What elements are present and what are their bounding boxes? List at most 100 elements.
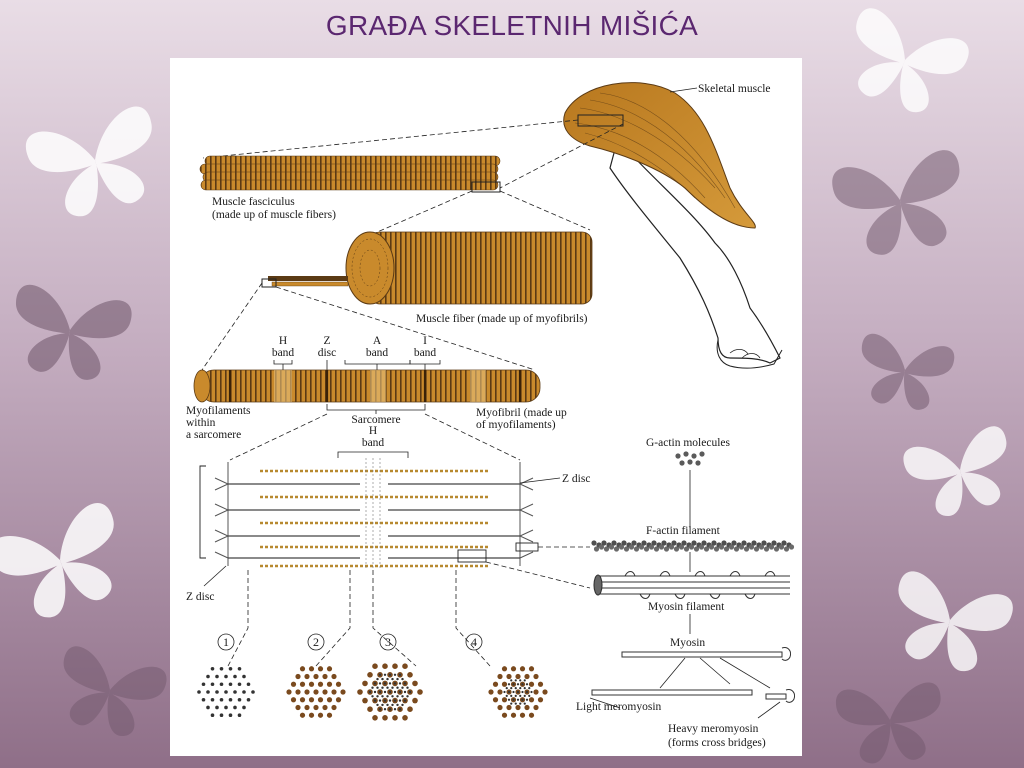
filament-dot <box>378 708 382 711</box>
filament-dot <box>633 546 640 552</box>
filament-dot <box>398 708 402 711</box>
filament-dot <box>528 712 535 718</box>
filament-dot <box>407 672 413 678</box>
filament-dot <box>533 704 539 711</box>
filament-dot <box>510 694 513 697</box>
filament-dot <box>286 689 292 695</box>
filament-dot <box>391 695 394 698</box>
skeletal-muscle-shape <box>563 82 756 229</box>
label-z-disc-left: Z disc <box>186 591 214 603</box>
filament-dot <box>651 540 657 546</box>
filament-dot <box>210 682 215 687</box>
filament-dot <box>503 690 506 694</box>
filament-dot <box>533 673 539 680</box>
filament-dot <box>228 697 233 702</box>
filament-dot <box>406 686 409 689</box>
filament-dot <box>376 695 379 698</box>
heavy-meromyosin-shape <box>765 689 795 703</box>
filament-dot <box>326 666 333 672</box>
filament-dot <box>598 544 605 550</box>
label-myosin-filament: Myosin filament <box>648 601 725 613</box>
filament-dot <box>308 666 315 672</box>
filament-dot <box>388 690 392 694</box>
filament-dot <box>671 540 677 546</box>
filament-dot <box>201 682 206 687</box>
filament-dot <box>393 673 397 676</box>
filament-dot <box>678 544 685 550</box>
filament-dot <box>376 703 379 707</box>
filament-dot <box>224 705 228 710</box>
filament-dot <box>505 687 508 690</box>
filament-dot <box>638 544 645 550</box>
filament-dot <box>367 706 373 712</box>
filament-dot <box>373 690 377 694</box>
filament-dot <box>591 540 597 546</box>
filament-dot <box>362 680 368 687</box>
g-actin-molecules <box>675 451 705 466</box>
filament-dot <box>528 694 531 697</box>
filament-dot <box>663 546 670 552</box>
filament-dot <box>505 694 508 697</box>
filament-dot <box>738 544 745 550</box>
muscle-fasciculus-shape <box>199 155 501 193</box>
filament-dot <box>761 540 767 546</box>
filament-dot <box>401 695 404 698</box>
filament-dot <box>711 540 717 546</box>
filament-dot <box>206 705 210 710</box>
label-g-actin: G-actin molecules <box>646 437 731 449</box>
filament-dot <box>514 702 517 705</box>
filament-dot <box>693 546 700 552</box>
filament-dot <box>367 672 373 678</box>
filament-dot <box>512 683 515 686</box>
filament-dot <box>412 680 418 687</box>
filament-dot <box>525 683 529 686</box>
filament-dot <box>322 673 328 680</box>
filament-dot <box>313 673 319 680</box>
filament-dot <box>215 674 219 679</box>
filament-dot <box>623 546 630 552</box>
filament-dot <box>299 681 306 687</box>
filament-dot <box>393 682 397 685</box>
filament-dot <box>515 704 521 711</box>
filament-dot <box>763 546 770 552</box>
cross-section-number-1: 1 <box>223 635 229 649</box>
label-z-disc-right: Z disc <box>562 473 590 485</box>
filament-dot <box>510 712 517 718</box>
filament-dot <box>691 540 697 546</box>
label-heavy-meromyosin-2: (forms cross bridges) <box>668 737 766 749</box>
filament-dot <box>718 544 725 550</box>
filament-dot <box>246 697 251 702</box>
filament-dot <box>708 544 715 550</box>
label-h-band-2: band <box>272 347 295 359</box>
filament-dot <box>721 540 727 546</box>
label-fasciculus-1: Muscle fasciculus <box>212 196 295 208</box>
filament-dot <box>224 690 228 694</box>
filament-dot <box>406 695 409 698</box>
filament-dot <box>246 682 251 687</box>
filament-dot <box>501 681 508 687</box>
filament-dot <box>210 697 215 702</box>
filament-dot <box>251 690 255 694</box>
filament-dot <box>628 544 635 550</box>
filament-dot <box>521 698 524 701</box>
filament-dot <box>224 674 228 679</box>
filament-dot <box>317 666 324 672</box>
filament-dot <box>733 546 740 552</box>
filament-dot <box>778 544 785 550</box>
label-i-band-2: band <box>414 347 437 359</box>
filament-dot <box>673 546 680 552</box>
filament-dot <box>197 690 201 694</box>
filament-dot <box>516 690 520 694</box>
filament-dot <box>713 546 720 552</box>
filament-dot <box>648 544 655 550</box>
filament-dot <box>383 699 387 702</box>
filament-dot <box>388 708 392 711</box>
filament-dot <box>210 713 215 718</box>
label-a-band-1: A <box>373 335 382 347</box>
filament-dot <box>643 546 650 552</box>
filament-dot <box>228 682 233 687</box>
filament-dot <box>412 697 418 704</box>
filament-dot <box>326 712 333 718</box>
filament-dot <box>668 544 675 550</box>
filament-dot <box>206 690 210 694</box>
